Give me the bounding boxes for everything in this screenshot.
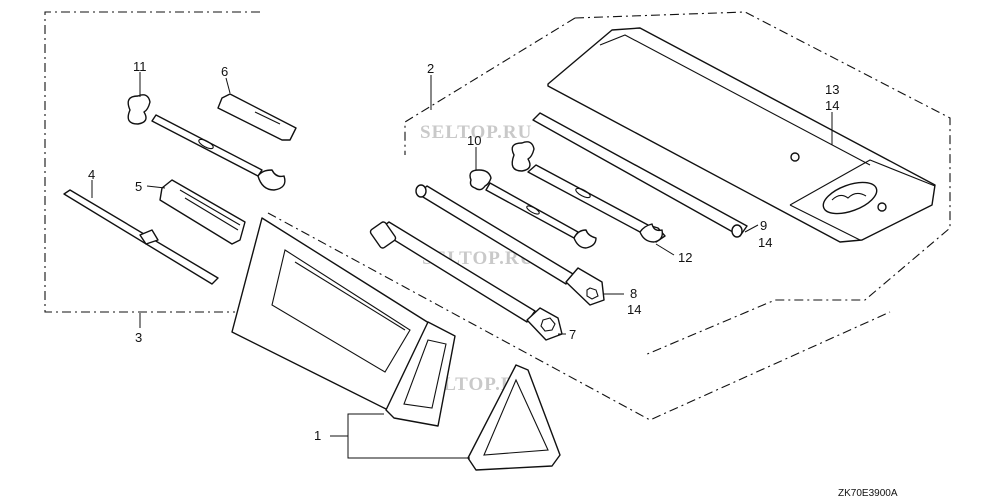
screwdriver-shaft [63, 189, 219, 285]
long-socket-wrench [415, 184, 605, 306]
leader-12 [655, 243, 675, 256]
callout-12: 12 [678, 250, 692, 265]
callout-3: 3 [135, 330, 142, 345]
leader-6 [225, 77, 231, 94]
callout-1: 1 [314, 428, 321, 443]
callout-4: 4 [88, 167, 95, 182]
tool-set-boundary-lower [267, 212, 891, 421]
callout-7: 7 [569, 327, 576, 342]
callout-2: 2 [427, 61, 434, 76]
item-1-bracket [330, 413, 470, 459]
short-socket-wrench [369, 221, 563, 341]
double-end-wrench [127, 94, 286, 191]
screwdriver-handle [159, 179, 246, 245]
leader-5 [146, 185, 166, 189]
tool-set-boundary-left [44, 11, 260, 313]
callout-8-14: 14 [627, 302, 641, 317]
callout-13-14: 14 [825, 98, 839, 113]
large-wrench [511, 141, 666, 243]
callout-8: 8 [630, 286, 637, 301]
callout-5: 5 [135, 179, 142, 194]
tool-case [231, 217, 456, 427]
handle-bar [532, 112, 748, 238]
tool-bag [547, 27, 936, 243]
screwdriver-grip [217, 93, 297, 141]
small-wrench [469, 169, 597, 249]
callout-11: 11 [133, 59, 147, 74]
callout-9-14: 14 [758, 235, 772, 250]
callout-10: 10 [467, 133, 481, 148]
drawing-code: ZK70E3900A [838, 488, 898, 499]
watermark-1: SELTOP.RU [420, 122, 532, 143]
callout-13: 13 [825, 82, 839, 97]
callout-9: 9 [760, 218, 767, 233]
leader-9 [744, 224, 759, 233]
callout-6: 6 [221, 64, 228, 79]
